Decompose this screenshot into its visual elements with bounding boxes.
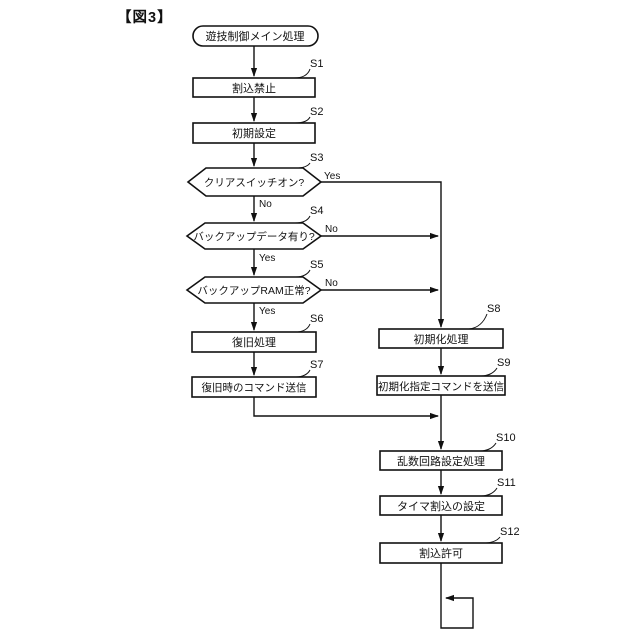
- step-s10-id: S10: [496, 432, 516, 444]
- step-s10-leader-line: [479, 442, 497, 452]
- start-node: [192, 25, 319, 47]
- decision-s3-node: [186, 167, 323, 197]
- step-s12-label: 割込許可: [419, 546, 463, 560]
- step-s8-label: 初期化処理: [414, 332, 469, 346]
- step-s11-leader-line: [480, 487, 498, 497]
- edge-s12-loop-back: [440, 563, 474, 629]
- branch-s5-yes-label: Yes: [259, 306, 275, 317]
- step-s4-id: S4: [310, 205, 323, 217]
- branch-s4-no-label: No: [325, 224, 338, 235]
- decision-s5-label: バックアップRAM正常?: [197, 284, 310, 297]
- step-s11-id: S11: [497, 477, 516, 489]
- step-s9-node: [376, 375, 506, 396]
- edge-s7-merge-right: [253, 397, 439, 420]
- step-s4-leader-line: [294, 215, 311, 224]
- step-s3-leader-line: [295, 162, 311, 169]
- step-s12-id: S12: [500, 526, 520, 538]
- step-s10-node: [379, 450, 503, 471]
- decision-s4-label: バックアップデータ有り?: [193, 230, 314, 243]
- step-s8-node: [378, 328, 504, 349]
- step-s1-label: 割込禁止: [232, 81, 276, 95]
- step-s11-label: タイマ割込の設定: [397, 499, 485, 513]
- step-s1-node: [192, 77, 316, 98]
- start-node-label: 遊技制御メイン処理: [206, 29, 305, 43]
- branch-s5-no-label: No: [325, 278, 338, 289]
- branch-s4-yes-label: Yes: [259, 253, 275, 264]
- step-s8-id: S8: [487, 303, 500, 315]
- step-s6-id: S6: [310, 313, 323, 325]
- decision-s4-node: [185, 222, 323, 250]
- figure-title: 【図3】: [117, 9, 173, 26]
- step-s8-leader-line: [468, 313, 488, 330]
- branch-s3-yes-label: Yes: [324, 171, 340, 182]
- step-s2-node: [192, 122, 316, 144]
- branch-s3-no-label: No: [259, 199, 272, 210]
- step-s1-id: S1: [310, 58, 323, 70]
- decision-s5-node: [185, 276, 323, 304]
- step-s5-leader-line: [295, 269, 311, 278]
- edge-s3-yes-to-s8: [321, 181, 445, 328]
- step-s3-id: S3: [310, 152, 323, 164]
- step-s6-leader-line: [294, 323, 311, 333]
- step-s7-leader-line: [295, 369, 311, 378]
- step-s7-id: S7: [310, 359, 323, 371]
- step-s9-label: 初期化指定コマンドを送信: [378, 380, 504, 393]
- step-s10-label: 乱数回路設定処理: [397, 454, 485, 468]
- step-s2-id: S2: [310, 106, 323, 118]
- step-s2-label: 初期設定: [232, 126, 276, 140]
- step-s12-node: [379, 542, 503, 564]
- step-s1-leader-line: [293, 68, 311, 79]
- step-s9-id: S9: [497, 357, 510, 369]
- step-s7-node: [191, 376, 317, 398]
- step-s5-id: S5: [310, 259, 323, 271]
- step-s7-label: 復旧時のコマンド送信: [202, 381, 307, 394]
- decision-s3-label: クリアスイッチオン?: [204, 177, 304, 189]
- step-s2-leader-line: [294, 116, 311, 124]
- step-s11-node: [379, 495, 503, 516]
- step-s6-node: [191, 331, 317, 353]
- step-s6-label: 復旧処理: [232, 336, 276, 349]
- step-s12-leader-line: [482, 536, 501, 544]
- step-s9-leader-line: [480, 367, 498, 377]
